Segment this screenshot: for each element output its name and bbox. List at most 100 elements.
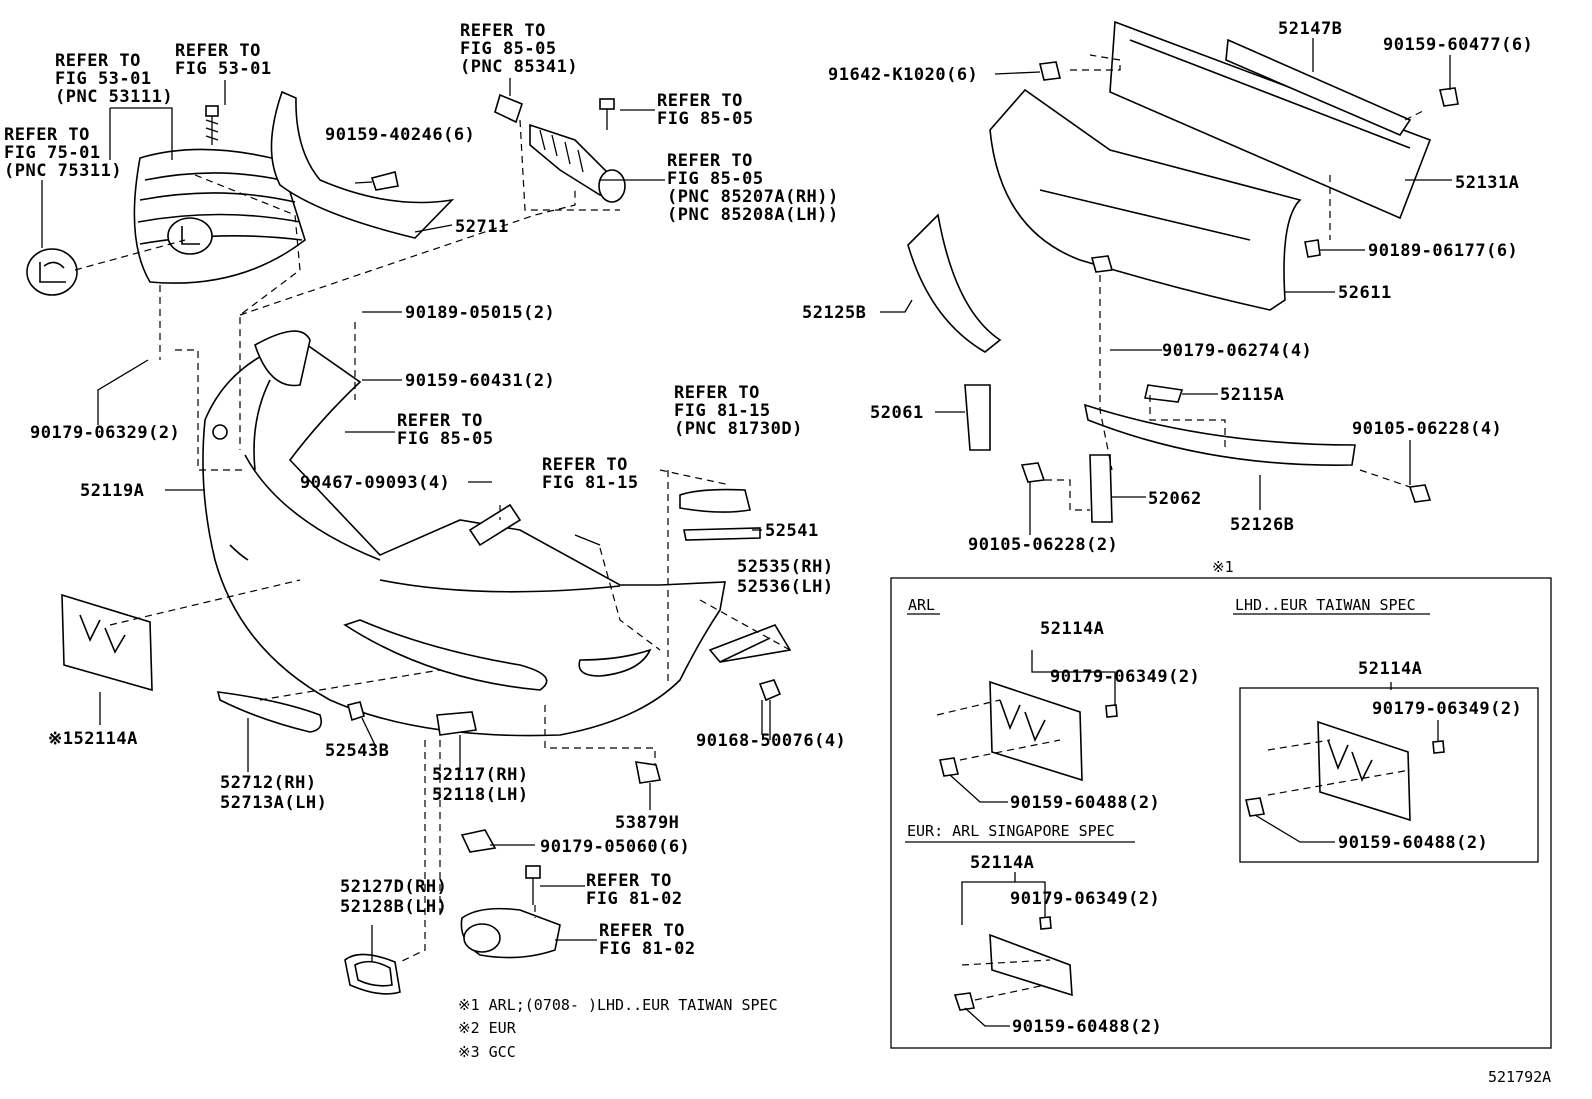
svg-text:REFER TO: REFER TO bbox=[586, 871, 672, 891]
label-refer-75-01: REFER TO FIG 75-01 (PNC 75311) bbox=[4, 125, 122, 181]
svg-text:(PNC 85208A(LH)): (PNC 85208A(LH)) bbox=[667, 205, 839, 225]
fog-bezel-part bbox=[344, 953, 401, 995]
svg-text:REFER TO: REFER TO bbox=[674, 383, 760, 403]
svg-text:FIG 85-05: FIG 85-05 bbox=[667, 169, 764, 189]
label-52117: 52117(RH) bbox=[432, 765, 529, 785]
grille-trim-part bbox=[270, 90, 455, 239]
box-bracket-c bbox=[989, 933, 1073, 997]
label-box-52114A-a: 52114A bbox=[1040, 619, 1104, 639]
label-90159-60431: 90159-60431(2) bbox=[405, 371, 555, 391]
leader-lines bbox=[41, 38, 1452, 1027]
svg-text:REFER TO: REFER TO bbox=[599, 921, 685, 941]
svg-text:REFER TO: REFER TO bbox=[460, 21, 546, 41]
screw-40246 bbox=[370, 171, 399, 191]
clip-52543B bbox=[347, 701, 365, 722]
label-refer-85-05-b: REFER TO FIG 85-05 (PNC 85207A(RH)) (PNC… bbox=[667, 151, 839, 225]
svg-text:FIG 53-01: FIG 53-01 bbox=[55, 69, 152, 89]
label-refer-81-15: REFER TO FIG 81-15 bbox=[542, 455, 639, 493]
emblem-part bbox=[26, 248, 78, 296]
label-box-mark: ※1 bbox=[1212, 558, 1234, 576]
svg-text:REFER TO: REFER TO bbox=[397, 411, 483, 431]
lower-moulding-part bbox=[216, 691, 323, 733]
svg-text:REFER TO: REFER TO bbox=[667, 151, 753, 171]
variant-subbox bbox=[1239, 687, 1539, 863]
label-box-60488-b: 90159-60488(2) bbox=[1338, 833, 1488, 853]
bracket-52061 bbox=[964, 384, 991, 451]
svg-text:FIG 85-05: FIG 85-05 bbox=[460, 39, 557, 59]
svg-text:FIG 81-02: FIG 81-02 bbox=[599, 939, 696, 959]
retainer-52126B bbox=[1083, 403, 1356, 466]
label-52536: 52536(LH) bbox=[737, 577, 834, 597]
label-53879H: 53879H bbox=[615, 813, 679, 833]
label-90189-06177: 90189-06177(6) bbox=[1368, 241, 1518, 261]
label-box-60488-c: 90159-60488(2) bbox=[1012, 1017, 1162, 1037]
svg-text:REFER TO: REFER TO bbox=[542, 455, 628, 475]
svg-text:FIG 85-05: FIG 85-05 bbox=[657, 109, 754, 129]
box-bracket-b bbox=[1317, 720, 1411, 822]
label-90179-06274: 90179-06274(4) bbox=[1162, 341, 1312, 361]
label-box-06349-c: 90179-06349(2) bbox=[1010, 889, 1160, 909]
svg-text:FIG 85-05: FIG 85-05 bbox=[397, 429, 494, 449]
svg-text:FIG 81-15: FIG 81-15 bbox=[542, 473, 639, 493]
label-52713A: 52713A(LH) bbox=[220, 793, 327, 813]
label-52711: 52711 bbox=[455, 217, 509, 237]
bolt-50076 bbox=[758, 679, 782, 740]
label-box-52114A-b: 52114A bbox=[1358, 659, 1422, 679]
footnote-1: ※1 ARL;(0708- )LHD..EUR TAIWAN SPEC bbox=[458, 996, 778, 1014]
fastener-53879H bbox=[635, 761, 662, 784]
svg-text:REFER TO: REFER TO bbox=[175, 41, 261, 61]
label-box-arl: ARL bbox=[908, 596, 935, 614]
label-refer-85-05-c: REFER TO FIG 85-05 bbox=[397, 411, 494, 449]
label-90159-60477: 90159-60477(6) bbox=[1383, 35, 1533, 55]
label-91642-K1020: 91642-K1020(6) bbox=[828, 65, 978, 85]
label-box-06349-a: 90179-06349(2) bbox=[1050, 667, 1200, 687]
svg-text:(PNC 81730D): (PNC 81730D) bbox=[674, 419, 803, 439]
label-90159-40246: 90159-40246(6) bbox=[325, 125, 475, 145]
label-box-52114A-c: 52114A bbox=[970, 853, 1034, 873]
absorber-52611 bbox=[989, 88, 1302, 311]
label-52125B: 52125B bbox=[802, 303, 866, 323]
nut-05060 bbox=[460, 829, 497, 853]
label-box-06349-b: 90179-06349(2) bbox=[1372, 699, 1522, 719]
label-box-60488-a: 90159-60488(2) bbox=[1010, 793, 1160, 813]
svg-text:(PNC 85207A(RH)): (PNC 85207A(RH)) bbox=[667, 187, 839, 207]
bolt-grille bbox=[205, 105, 219, 145]
label-52062: 52062 bbox=[1148, 489, 1202, 509]
label-52128B: 52128B(LH) bbox=[340, 897, 447, 917]
svg-text:FIG 81-02: FIG 81-02 bbox=[586, 889, 683, 909]
bracket-52125B bbox=[907, 213, 1002, 353]
label-refer-85-05-pnc: REFER TO FIG 85-05 (PNC 85341) bbox=[460, 21, 578, 77]
clip-52115A bbox=[1144, 384, 1184, 403]
bolt-horn bbox=[599, 98, 615, 130]
label-90168-50076: 90168-50076(4) bbox=[696, 731, 846, 751]
label-90105-06228-b: 90105-06228(2) bbox=[968, 535, 1118, 555]
label-52119A: 52119A bbox=[80, 481, 144, 501]
label-52543B: 52543B bbox=[325, 741, 389, 761]
label-refer-81-02-b: REFER TO FIG 81-02 bbox=[599, 921, 696, 959]
bumper-cover-part bbox=[202, 330, 726, 737]
label-90467-09093: 90467-09093(4) bbox=[300, 473, 450, 493]
label-52611: 52611 bbox=[1338, 283, 1392, 303]
svg-text:(PNC 53111): (PNC 53111) bbox=[55, 87, 173, 107]
label-refer-81-15-pnc: REFER TO FIG 81-15 (PNC 81730D) bbox=[674, 383, 803, 439]
label-90189-05015: 90189-05015(2) bbox=[405, 303, 555, 323]
label-52118: 52118(LH) bbox=[432, 785, 529, 805]
label-52061: 52061 bbox=[870, 403, 924, 423]
bolt-K1020 bbox=[1039, 61, 1061, 81]
label-box-lhd: LHD..EUR TAIWAN SPEC bbox=[1235, 596, 1416, 614]
side-marker-part bbox=[679, 488, 761, 541]
svg-text:FIG 53-01: FIG 53-01 bbox=[175, 59, 272, 79]
bolt-60477 bbox=[1439, 87, 1459, 107]
svg-text:FIG 81-15: FIG 81-15 bbox=[674, 401, 771, 421]
cover-52117 bbox=[436, 711, 477, 736]
fog-lamp-part bbox=[460, 907, 561, 959]
label-refer-81-02-a: REFER TO FIG 81-02 bbox=[586, 871, 683, 909]
label-52115A: 52115A bbox=[1220, 385, 1284, 405]
svg-text:REFER TO: REFER TO bbox=[4, 125, 90, 145]
footnote-2: ※2 EUR bbox=[458, 1019, 517, 1037]
box-bracket-a bbox=[989, 680, 1083, 782]
clip-06177 bbox=[1304, 239, 1321, 258]
drawing-id: 521792A bbox=[1488, 1068, 1551, 1086]
label-52712: 52712(RH) bbox=[220, 773, 317, 793]
